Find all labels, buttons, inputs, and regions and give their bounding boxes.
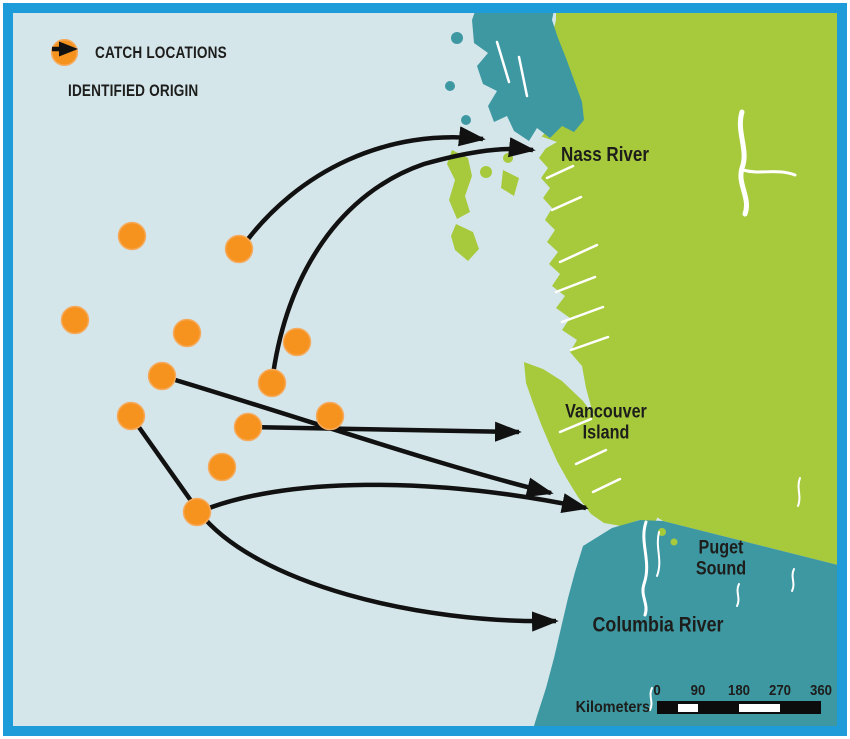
- map-frame-border: CATCH LOCATIONS IDENTIFIED ORIGIN Nass R…: [3, 3, 847, 736]
- river-squiggle: [736, 583, 740, 607]
- channel-line: [591, 477, 622, 494]
- river-line: [741, 168, 797, 177]
- label-columbia-river: Columbia River: [592, 613, 724, 637]
- alaska-islet: [445, 81, 455, 91]
- legend-origin-label: IDENTIFIED ORIGIN: [68, 80, 199, 100]
- alaska-islet: [461, 115, 471, 125]
- river-lines-group: [495, 40, 801, 711]
- catch-location-dot: [224, 234, 254, 264]
- catch-location-dot: [182, 497, 212, 527]
- gulf-islet: [658, 528, 666, 536]
- river-squiggle: [791, 568, 795, 592]
- channel-line: [574, 448, 608, 466]
- river-line: [737, 109, 749, 217]
- fjord-line: [560, 305, 605, 324]
- alaska-islet: [451, 32, 463, 44]
- channel-line: [495, 40, 511, 84]
- label-nass-river: Nass River: [561, 144, 649, 167]
- origin-arrow: [198, 482, 589, 515]
- fjord-line: [558, 243, 599, 264]
- coastal-islet: [480, 166, 492, 178]
- catch-location-dot: [60, 305, 90, 335]
- channel-line: [517, 55, 529, 98]
- label-vancouver-line2: Island: [582, 422, 630, 443]
- river-squiggle: [649, 687, 653, 711]
- legend-origin-row: IDENTIFIED ORIGIN: [51, 41, 260, 104]
- fjord-line: [569, 335, 610, 352]
- catch-location-dot: [117, 221, 147, 251]
- fjord-line: [545, 164, 575, 180]
- origin-arrow: [129, 414, 559, 632]
- catch-location-dot: [172, 318, 202, 348]
- nass-river-inlet: [540, 136, 557, 150]
- legend-catch-label: CATCH LOCATIONS: [95, 42, 227, 62]
- legend: CATCH LOCATIONS IDENTIFIED ORIGIN: [51, 39, 260, 115]
- catch-location-dot: [116, 401, 146, 431]
- puget-sound-channel: [656, 531, 661, 577]
- catch-location-dot: [207, 452, 237, 482]
- catch-location-dot: [233, 412, 263, 442]
- channel-line: [558, 417, 593, 434]
- label-puget-line1: Puget: [698, 537, 744, 559]
- alaska-panhandle-landmass: [472, 13, 584, 141]
- gulf-islet: [670, 538, 678, 546]
- origin-arrow: [240, 126, 486, 249]
- map-canvas: [60, 13, 837, 726]
- label-vancouver-island: Vancouver Island: [565, 402, 647, 443]
- landmass-group: [445, 13, 837, 726]
- origin-arrow: [269, 137, 536, 383]
- fjord-line: [550, 195, 583, 212]
- coastal-island: [451, 224, 479, 261]
- puget-sound-channel: [641, 520, 649, 617]
- label-puget-line2: Sound: [695, 558, 747, 579]
- coastal-island: [501, 170, 519, 196]
- bc-mainland-landmass: [539, 13, 837, 565]
- catch-location-dot: [257, 368, 287, 398]
- river-squiggle: [797, 477, 801, 507]
- fjord-line: [554, 275, 597, 294]
- origin-arrow-icon: [52, 41, 78, 57]
- map-area: CATCH LOCATIONS IDENTIFIED ORIGIN Nass R…: [13, 13, 837, 726]
- catch-location-dot: [147, 361, 177, 391]
- origin-arrow: [247, 421, 522, 442]
- label-vancouver-line1: Vancouver: [565, 401, 647, 423]
- catch-location-dot: [282, 327, 312, 357]
- origin-arrow: [161, 373, 554, 498]
- washington-landmass: [533, 520, 837, 726]
- label-puget-sound: Puget Sound: [696, 538, 746, 579]
- vancouver-island-landmass: [524, 362, 660, 526]
- arrows-and-dots-group: [60, 126, 589, 632]
- legend-catch-row: CATCH LOCATIONS: [51, 39, 260, 66]
- coastal-island: [447, 150, 472, 219]
- coastal-islet: [503, 153, 513, 163]
- catch-location-dot: [315, 401, 345, 431]
